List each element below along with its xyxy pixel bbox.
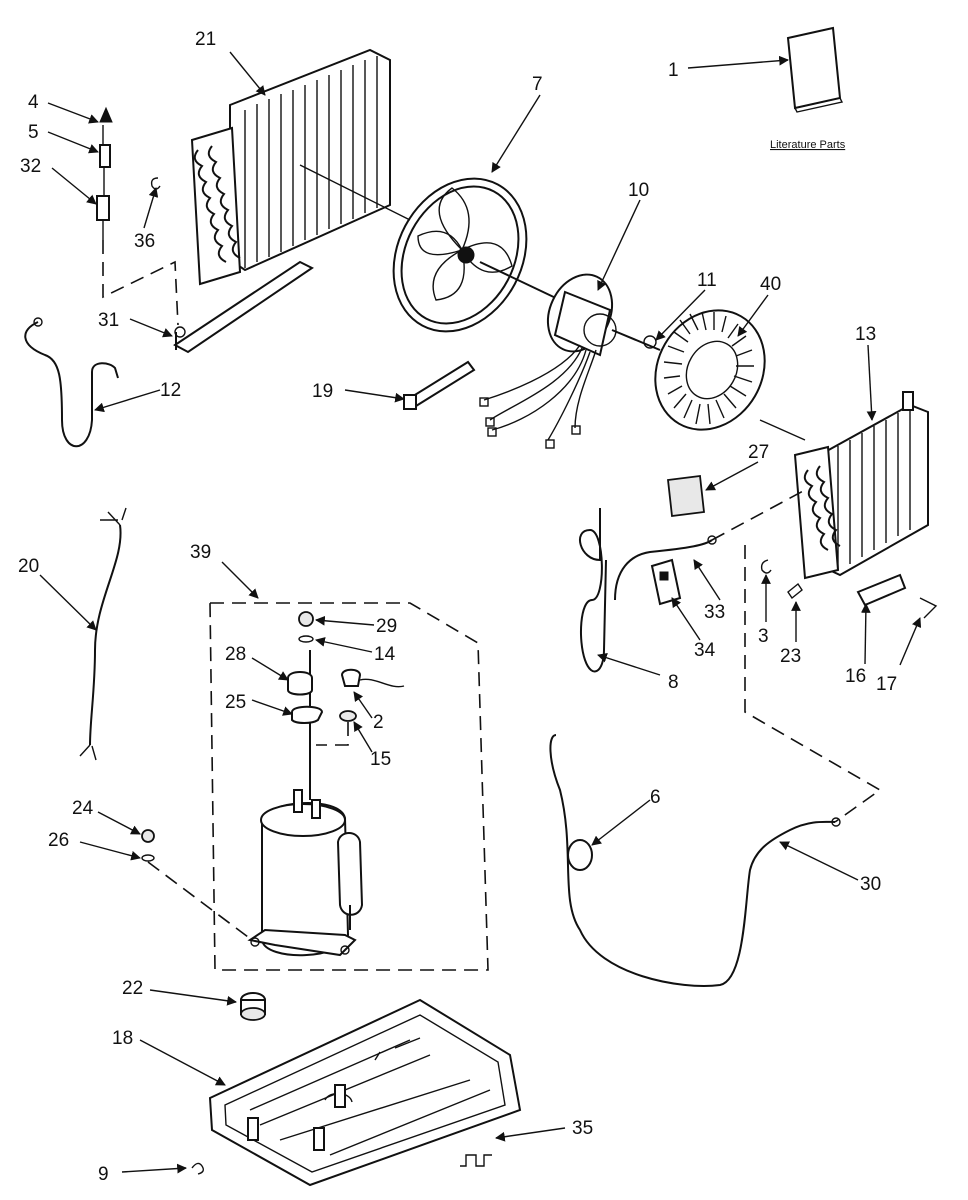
callout-20: 20 <box>18 556 39 577</box>
callout-22: 22 <box>122 978 143 999</box>
literature-parts: Literature Parts <box>770 26 846 151</box>
compressor-hardware <box>287 611 405 746</box>
leader-lines <box>39 51 922 1174</box>
evaporator-coil <box>793 391 929 580</box>
callout-6: 6 <box>650 787 661 808</box>
compressor <box>247 650 364 957</box>
callout-7: 7 <box>532 74 543 95</box>
condenser-fan-shroud <box>299 164 528 333</box>
condenser-coil <box>190 48 391 286</box>
callout-1: 1 <box>668 60 679 81</box>
callout-8: 8 <box>668 672 679 693</box>
callout-39: 39 <box>190 542 211 563</box>
clip-35 <box>460 1154 492 1167</box>
callout-19: 19 <box>312 381 333 402</box>
callout-40: 40 <box>760 274 781 295</box>
callout-14: 14 <box>374 644 396 665</box>
fan-motor <box>479 261 661 449</box>
callout-16: 16 <box>845 666 866 687</box>
callout-5: 5 <box>28 122 39 143</box>
grommet-22 <box>240 992 266 1021</box>
tube-fittings <box>96 106 179 326</box>
callout-2: 2 <box>373 712 384 733</box>
callout-11: 11 <box>697 270 717 291</box>
callout-9: 9 <box>98 1164 109 1185</box>
callout-4: 4 <box>28 92 39 113</box>
callout-21: 21 <box>195 29 216 50</box>
callout-32: 32 <box>20 156 41 177</box>
tube-31 <box>173 260 314 354</box>
callout-17: 17 <box>876 674 897 695</box>
callout-36: 36 <box>134 231 155 252</box>
callout-30: 30 <box>860 874 881 895</box>
compressor-kit-box <box>209 602 489 971</box>
callout-12: 12 <box>160 380 181 401</box>
callout-18: 18 <box>112 1028 133 1049</box>
callout-33: 33 <box>704 602 725 623</box>
callout-24: 24 <box>72 798 94 819</box>
blower-wheel <box>654 309 806 441</box>
pad-27 <box>667 474 705 518</box>
relay-34 <box>650 558 682 606</box>
callout-31: 31 <box>98 310 119 331</box>
bolt-19 <box>403 360 476 410</box>
mounting-nut-washer <box>141 829 253 941</box>
tube-33-8 <box>579 489 806 673</box>
wire-harness-20 <box>79 507 127 761</box>
callout-15: 15 <box>370 749 391 770</box>
clip-9 <box>191 1162 205 1175</box>
tube-12 <box>24 317 119 448</box>
literature-label: Literature Parts <box>770 139 846 151</box>
callout-29: 29 <box>376 616 397 637</box>
callout-35: 35 <box>572 1118 593 1139</box>
callout-10: 10 <box>628 180 649 201</box>
callout-28: 28 <box>225 644 246 665</box>
base-pan <box>208 998 522 1187</box>
callout-23: 23 <box>780 646 801 667</box>
callout-34: 34 <box>694 640 716 661</box>
callout-13: 13 <box>855 324 876 345</box>
callout-labels: 1 21 7 10 11 40 13 4 5 32 36 31 12 19 27… <box>18 29 897 1185</box>
small-parts-right <box>760 559 938 619</box>
callout-27: 27 <box>748 442 769 463</box>
callout-26: 26 <box>48 830 69 851</box>
callout-3: 3 <box>758 626 769 647</box>
callout-25: 25 <box>225 692 246 713</box>
capillary-tube <box>549 545 882 987</box>
